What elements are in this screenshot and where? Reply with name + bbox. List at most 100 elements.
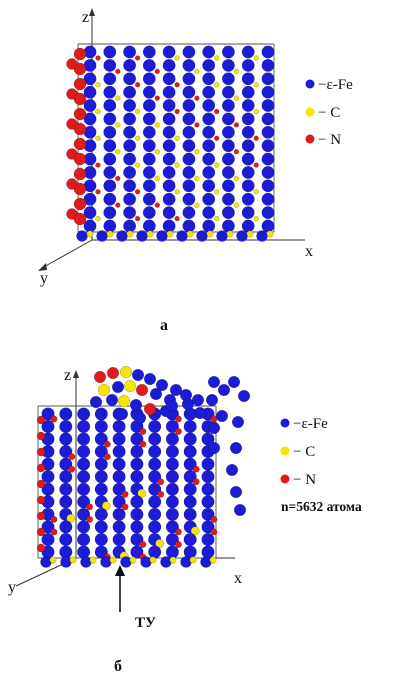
n-atom [73, 152, 87, 166]
n-atom [134, 55, 141, 61]
c-atom [129, 556, 137, 564]
c-atom [106, 230, 114, 238]
c-atom [233, 175, 240, 182]
fe-atom [77, 495, 91, 509]
n-atom [214, 108, 220, 115]
legend-c-label-a: − C [318, 105, 340, 121]
n-atom [157, 490, 165, 498]
c-atom [115, 122, 121, 128]
n-atom [73, 107, 87, 121]
fe-atom [221, 206, 235, 220]
fe-atom [130, 445, 144, 459]
z-axis-label-a: z [82, 9, 89, 26]
fe-atom [83, 206, 97, 220]
n-atom [103, 453, 111, 461]
fe-atom [229, 485, 243, 499]
fe-atom [237, 389, 251, 403]
fe-atom [112, 532, 126, 547]
fe-atom [77, 470, 91, 484]
fe-atom [142, 58, 156, 72]
c-atom [194, 175, 200, 182]
c-atom [117, 394, 131, 408]
c-atom [97, 383, 111, 397]
n-atom [36, 463, 46, 473]
n-atom [36, 415, 46, 425]
fe-atom [221, 72, 235, 86]
y-axis-a [41, 239, 93, 269]
c-atom [166, 230, 174, 238]
fe-atom [112, 419, 126, 434]
fe-atom [221, 219, 235, 233]
c-atom [189, 556, 197, 564]
c-atom [134, 135, 141, 141]
fe-atom [241, 125, 255, 139]
fe-atom [221, 166, 235, 179]
fe-atom [221, 85, 235, 99]
c-atom [233, 95, 240, 101]
fe-atom [182, 45, 196, 59]
fe-atom [162, 192, 176, 206]
n-atom [115, 175, 121, 182]
fe-atom [191, 393, 205, 407]
fe-atom [162, 85, 176, 99]
panel-a: z x y −ε-Fe − C − N а [38, 8, 353, 334]
fe-atom [96, 230, 108, 242]
fe-atom [130, 545, 144, 559]
fe-atom [100, 556, 112, 568]
fe-atom [111, 380, 125, 394]
n-atom [36, 543, 46, 553]
fe-atom [94, 532, 108, 547]
fe-atom [142, 99, 156, 112]
fe-atom [148, 520, 162, 534]
c-atom [194, 202, 200, 208]
c-atom [154, 122, 160, 128]
fe-atom [182, 219, 196, 233]
fe-atom [182, 192, 196, 206]
legend-c-marker-a [305, 107, 315, 117]
fe-atom [83, 192, 97, 206]
fe-atom [169, 383, 183, 397]
fe-atom [77, 482, 91, 496]
c-atom [154, 149, 160, 155]
fe-atom [83, 219, 97, 233]
fe-atom [221, 125, 235, 139]
fe-atom [143, 372, 157, 386]
n-atom [86, 515, 94, 523]
fe-atom [221, 112, 235, 126]
fe-atom [183, 495, 197, 509]
fe-atom [176, 230, 188, 242]
n-atom [95, 189, 101, 195]
fe-atom [261, 139, 275, 153]
legend-n-label-a: − N [318, 132, 341, 148]
fe-atom [89, 395, 103, 409]
fe-atom [217, 383, 231, 397]
fe-atom [241, 219, 255, 233]
fe-atom [123, 99, 137, 112]
c-atom [155, 539, 165, 548]
fe-atom [221, 58, 235, 72]
fe-atom [142, 192, 156, 206]
legend-c-label-b: − C [293, 444, 315, 460]
fe-atom [241, 166, 255, 179]
n-atom [214, 135, 220, 141]
fe-atom [202, 152, 216, 166]
crystal-lattice-a [66, 43, 275, 242]
fe-atom [115, 407, 129, 421]
fe-atom [120, 556, 132, 568]
fe-atom [130, 495, 144, 509]
fe-atom [236, 230, 248, 242]
fe-atom [241, 179, 255, 193]
c-atom [126, 230, 134, 238]
fe-atom [165, 470, 179, 484]
fe-atom [94, 457, 108, 471]
fe-atom [94, 470, 108, 484]
fe-atom [103, 179, 117, 193]
fe-atom [182, 125, 196, 139]
fe-atom [256, 230, 268, 242]
fe-atom [83, 85, 97, 99]
fe-atom [202, 139, 216, 153]
n-atom [233, 149, 240, 155]
fe-atom [130, 507, 144, 521]
fe-atom [202, 192, 216, 206]
